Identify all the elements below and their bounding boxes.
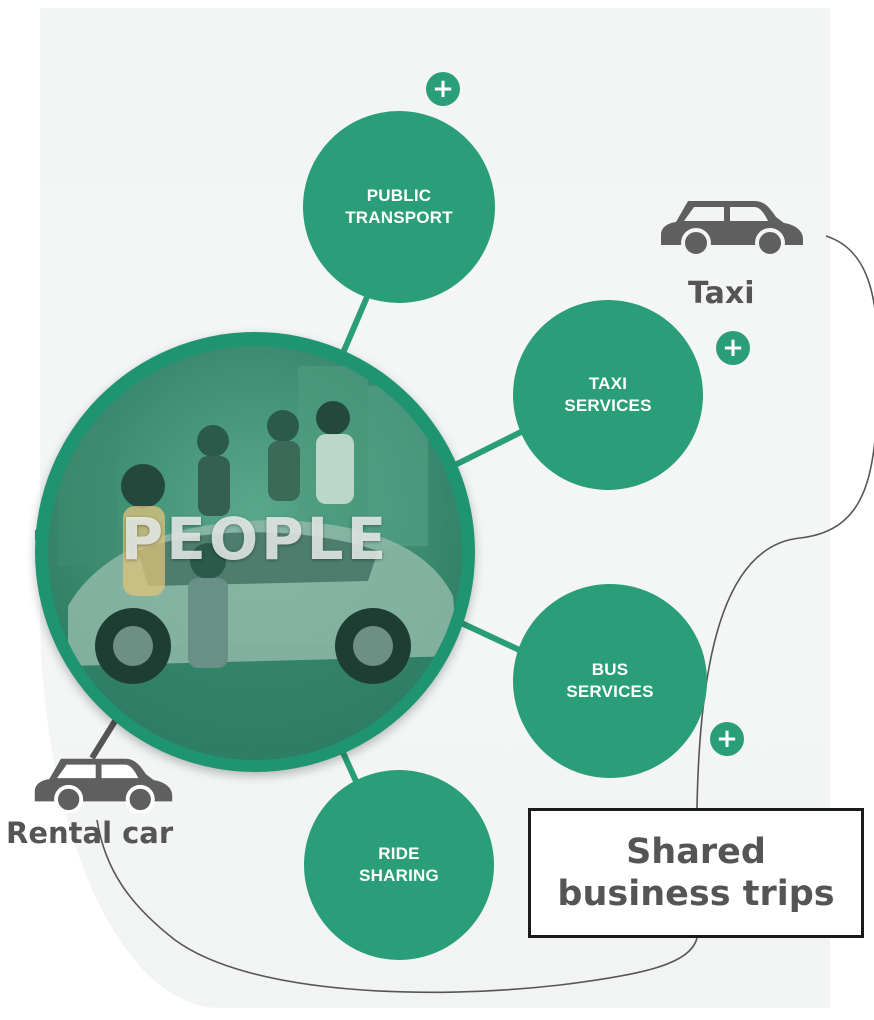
car-icon [34,758,173,813]
hub-label: PEOPLE [120,505,390,573]
node-label: RIDE SHARING [359,844,439,885]
node-bus-services[interactable]: BUS SERVICES [513,584,707,778]
rental-car-label: Rental car [6,816,174,850]
connector-taxi-services [453,427,527,468]
node-label: TAXI SERVICES [564,374,652,415]
shared-business-trips-callout: Shared business trips [528,808,864,938]
hub-photo [48,346,462,760]
plus-icon[interactable]: + [716,331,750,365]
plus-icon[interactable]: + [710,722,744,756]
taxi-label: Taxi [688,276,755,311]
connector-public-transport [337,288,373,362]
node-taxi-services[interactable]: TAXI SERVICES [513,300,703,490]
node-label: PUBLIC TRANSPORT [345,186,453,227]
plus-icon[interactable]: + [426,72,460,106]
node-label: BUS SERVICES [566,660,654,701]
curve-taxi-to-callout [696,235,874,809]
node-public-transport[interactable]: PUBLIC TRANSPORT [303,111,495,303]
curve-callout-to-rental [96,819,698,994]
car-icon [661,201,803,257]
node-ride-sharing[interactable]: RIDE SHARING [304,770,494,960]
hub-photo-scene [48,366,462,760]
